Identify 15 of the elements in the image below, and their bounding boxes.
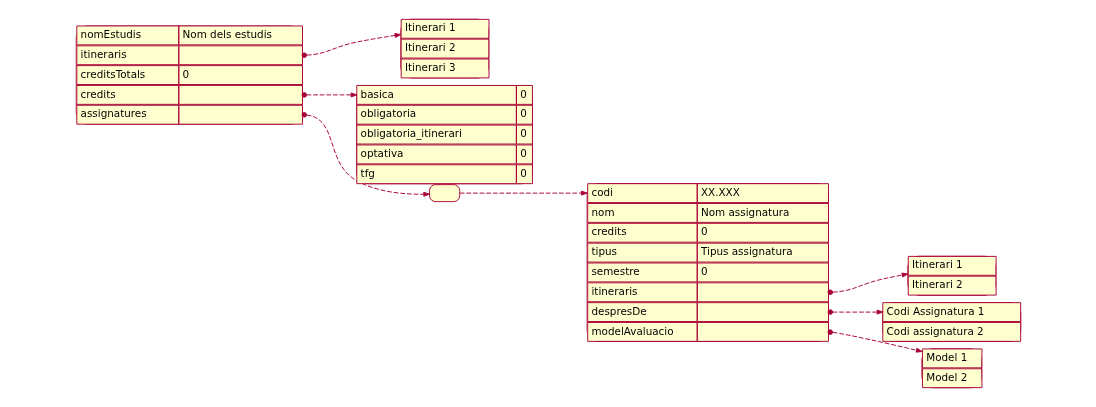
arrow — [827, 309, 883, 315]
arrow — [301, 92, 357, 98]
arrow — [827, 329, 922, 353]
arrow — [459, 190, 588, 196]
node-text: nom Nom assignatura — [590, 205, 789, 218]
node-text: credits 0 — [590, 225, 708, 238]
arrow — [827, 272, 908, 295]
node-text: semestre 0 — [590, 265, 708, 278]
node-text: credits — [80, 87, 116, 100]
node-text: creditsTotals 0 — [80, 67, 189, 80]
node-text: tipus Tipus assignatura — [590, 245, 793, 258]
node-box — [428, 184, 460, 203]
arrow — [301, 112, 430, 197]
arrow — [301, 33, 401, 58]
node-text: despresDe — [590, 304, 647, 317]
